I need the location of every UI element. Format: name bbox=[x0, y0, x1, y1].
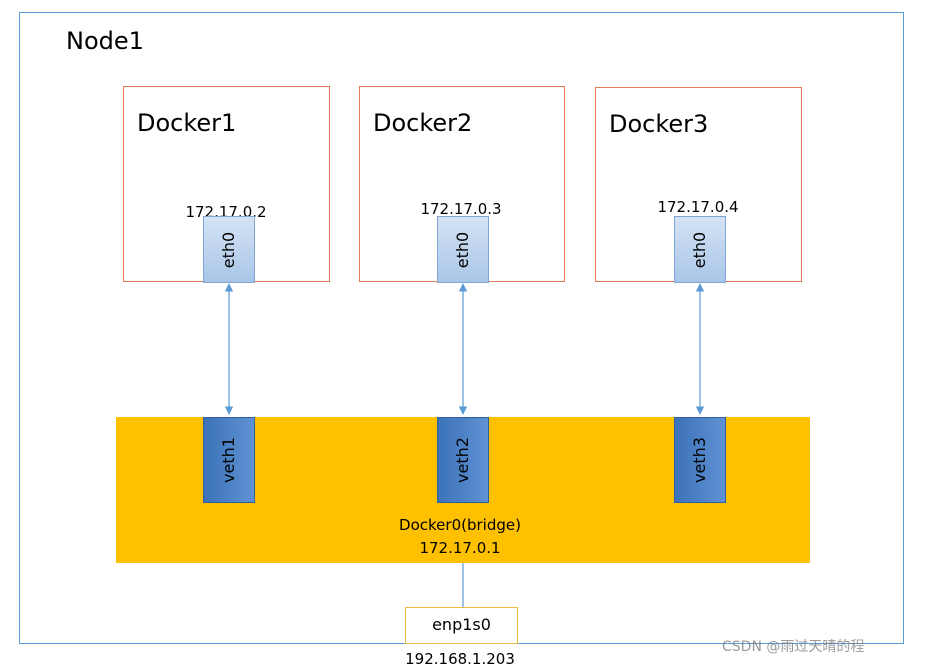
docker3-label: Docker3 bbox=[609, 110, 709, 138]
bridge-ip: 172.17.0.1 bbox=[419, 539, 501, 557]
docker3-ip: 172.17.0.4 bbox=[657, 198, 739, 216]
watermark: CSDN @雨过天晴的程 bbox=[722, 639, 865, 655]
host-nic-ip: 192.168.1.203 bbox=[405, 650, 515, 668]
node-title: Node1 bbox=[66, 27, 144, 55]
docker3-eth0: eth0 bbox=[674, 216, 726, 283]
docker2-eth0: eth0 bbox=[437, 216, 489, 283]
host-nic-enp1s0: enp1s0 bbox=[405, 607, 518, 644]
docker2-ip: 172.17.0.3 bbox=[420, 200, 502, 218]
docker2-label: Docker2 bbox=[373, 109, 473, 137]
bridge-name: Docker0(bridge) bbox=[399, 516, 521, 534]
veth1: veth1 bbox=[203, 417, 255, 503]
veth2: veth2 bbox=[437, 417, 489, 503]
veth3: veth3 bbox=[674, 417, 726, 503]
docker1-eth0: eth0 bbox=[203, 216, 255, 283]
docker1-label: Docker1 bbox=[137, 109, 237, 137]
